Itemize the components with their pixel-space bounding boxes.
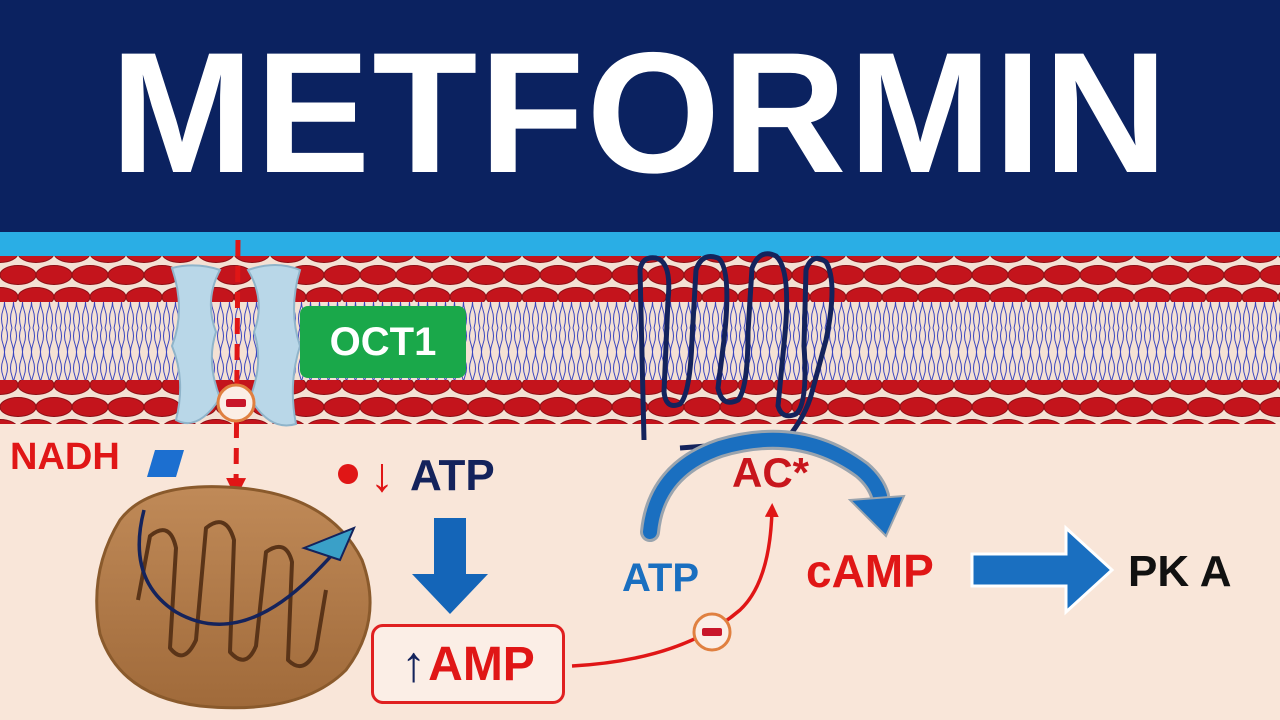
atp-left-label: ATP [622, 556, 700, 600]
nadh-label: NADH [10, 436, 120, 478]
amp-box: ↑ AMP [371, 624, 565, 704]
atp-to-amp-arrow [412, 518, 488, 614]
pka-label: PK A [1128, 547, 1232, 596]
extracellular-band [0, 232, 1280, 256]
title-banner: METFORMIN [0, 0, 1280, 232]
ac-conversion-arrowhead [847, 494, 906, 538]
camp-to-pka-arrow [970, 524, 1115, 616]
atp-decrease-arrow: ↓ [370, 449, 394, 502]
amp-label: AMP [428, 637, 535, 691]
oct1-label: OCT1 [300, 306, 466, 378]
metformin-dot [338, 464, 358, 484]
ac-star-label: AC* [732, 449, 810, 496]
camp-label: cAMP [806, 545, 934, 597]
complex1-inhibition-icon [216, 383, 256, 423]
gpcr-receptor-icon [637, 251, 835, 451]
amp-inhibition-icon [692, 612, 732, 652]
atp-top-label: ATP [410, 451, 495, 500]
amp-increase-arrow: ↑ [401, 636, 427, 692]
nadh-marker-icon [147, 450, 184, 477]
page-title: METFORMIN [110, 17, 1170, 209]
mitochondrion-icon [95, 485, 372, 710]
amp-inhibits-ac-arrow [571, 503, 779, 668]
metformin-entry-arrow [226, 239, 247, 498]
